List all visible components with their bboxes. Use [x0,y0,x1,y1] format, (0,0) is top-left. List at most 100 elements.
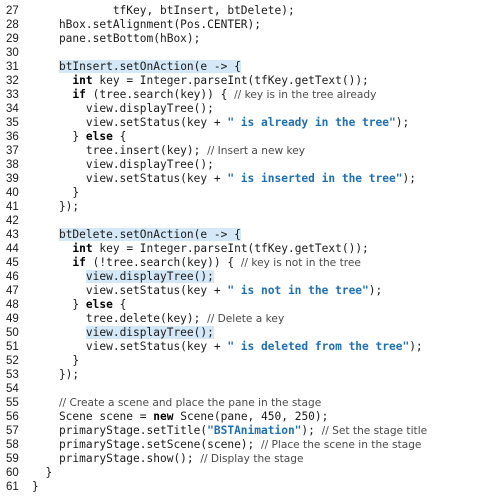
code-line: 52 } [0,354,493,368]
line-number: 50 [6,327,19,339]
keyword-token: else [85,130,113,143]
code-token: view.setStatus(key + [32,284,228,297]
code-token: primaryStage.show(); [32,452,201,465]
line-code: }); [32,368,79,382]
line-number: 59 [6,453,19,465]
line-code: tree.insert(key); // Insert a new key [32,144,305,158]
keyword-token: if [72,88,86,101]
line-number: 32 [6,75,19,87]
string-token: " is inserted in the tree" [227,172,403,185]
line-number: 39 [6,173,19,185]
comment-token: // Insert a new key [207,145,306,157]
code-line: 34 view.displayTree(); [0,102,493,116]
code-line: 48 } else { [0,298,493,312]
code-token: Scene(pane, 450, 250); [173,410,329,423]
code-line: 53 }); [0,368,493,382]
code-token: tree.insert(key); [32,144,208,157]
line-number: 37 [6,145,19,157]
code-line: 49 tree.delete(key); // Delete a key [0,312,493,326]
comment-token: // Create a scene and place the pane in … [58,397,322,409]
code-token: view.displayTree(); [32,158,214,171]
line-number: 27 [6,5,19,17]
line-code: pane.setBottom(hBox); [32,32,200,46]
line-number: 34 [6,103,19,115]
code-token: view.setStatus(key + [32,116,228,129]
code-token: { [112,298,127,311]
string-token: " is already in the tree" [227,116,396,129]
line-code: } [32,480,39,494]
code-token: view.setStatus(key + [32,340,228,353]
code-line: 31 btInsert.setOnAction(e -> { [0,60,493,74]
code-token: ); [368,284,383,297]
line-number: 54 [6,383,19,395]
code-token: tfKey, btInsert, btDelete); [32,4,295,17]
code-line: 59 primaryStage.show(); // Display the s… [0,452,493,466]
line-number: 52 [6,355,19,367]
comment-token: // Delete a key [207,313,285,325]
code-line: 61} [0,480,493,494]
code-line: 60 } [0,466,493,480]
code-token: tree.delete(key); [32,312,208,325]
code-token [32,60,59,73]
line-number: 28 [6,19,19,31]
code-token: view.setStatus(key + [32,172,228,185]
line-number: 61 [6,481,19,493]
line-code: view.setStatus(key + " is inserted in th… [32,172,416,186]
code-line: 54 [0,382,493,396]
line-code: view.setStatus(key + " is already in the… [32,116,409,130]
code-token: } [32,466,53,479]
line-code: hBox.setAlignment(Pos.CENTER); [32,18,261,32]
comment-token: // Place the scene in the stage [261,439,422,451]
code-line: 41 }); [0,200,493,214]
code-line: 33 if (tree.search(key)) { // key is in … [0,88,493,102]
code-line: 42 [0,214,493,228]
line-number: 35 [6,117,19,129]
code-token: } [32,186,80,199]
code-token: }); [32,368,80,381]
code-token: ); [395,116,410,129]
line-code: view.displayTree(); [32,102,214,116]
line-code: view.displayTree(); [32,326,214,340]
line-code: tree.delete(key); // Delete a key [32,312,284,326]
line-number: 56 [6,411,19,423]
line-number: 58 [6,439,19,451]
highlighted-token: view.displayTree(); [85,326,214,339]
line-code: } [32,354,79,368]
code-line: 56 Scene scene = new Scene(pane, 450, 25… [0,410,493,424]
code-listing: 27 tfKey, btInsert, btDelete); 28 hBox.se… [0,4,493,494]
code-token: ); [301,424,322,437]
line-number: 48 [6,299,19,311]
line-number: 41 [6,201,19,213]
line-code: // Create a scene and place the pane in … [32,396,321,410]
code-line: 58 primaryStage.setScene(scene); // Plac… [0,438,493,452]
line-code: view.setStatus(key + " is not in the tre… [32,284,382,298]
line-number: 60 [6,467,19,479]
line-code: int key = Integer.parseInt(tfKey.getText… [32,74,369,88]
code-token: key = Integer.parseInt(tfKey.getText()); [92,242,369,255]
code-token: (tree.search(key)) { [85,88,235,101]
code-line: 35 view.setStatus(key + " is already in … [0,116,493,130]
line-code: if (tree.search(key)) { // key is in the… [32,88,376,102]
line-number: 44 [6,243,19,255]
keyword-token: new [153,410,174,423]
line-number: 36 [6,131,19,143]
code-token: key = Integer.parseInt(tfKey.getText()); [92,74,369,87]
code-token: ); [409,340,423,353]
code-line: 57 primaryStage.setTitle("BSTAnimation")… [0,424,493,438]
code-line: 36 } else { [0,130,493,144]
code-token: pane.setBottom(hBox); [32,32,201,45]
line-code: btInsert.setOnAction(e -> { [32,60,241,74]
comment-token: // key is not in the tree [240,257,361,269]
line-code: Scene scene = new Scene(pane, 450, 250); [32,410,328,424]
code-token: }); [32,200,80,213]
code-line: 44 int key = Integer.parseInt(tfKey.getT… [0,242,493,256]
string-token: " is deleted from the tree" [227,340,410,353]
code-token [32,88,72,101]
line-number: 49 [6,313,19,325]
line-code: primaryStage.setScene(scene); // Place t… [32,438,422,452]
line-code: }); [32,200,79,214]
code-line: 47 view.setStatus(key + " is not in the … [0,284,493,298]
line-number: 51 [6,341,19,353]
line-number: 38 [6,159,19,171]
code-token: primaryStage.setTitle( [32,424,208,437]
